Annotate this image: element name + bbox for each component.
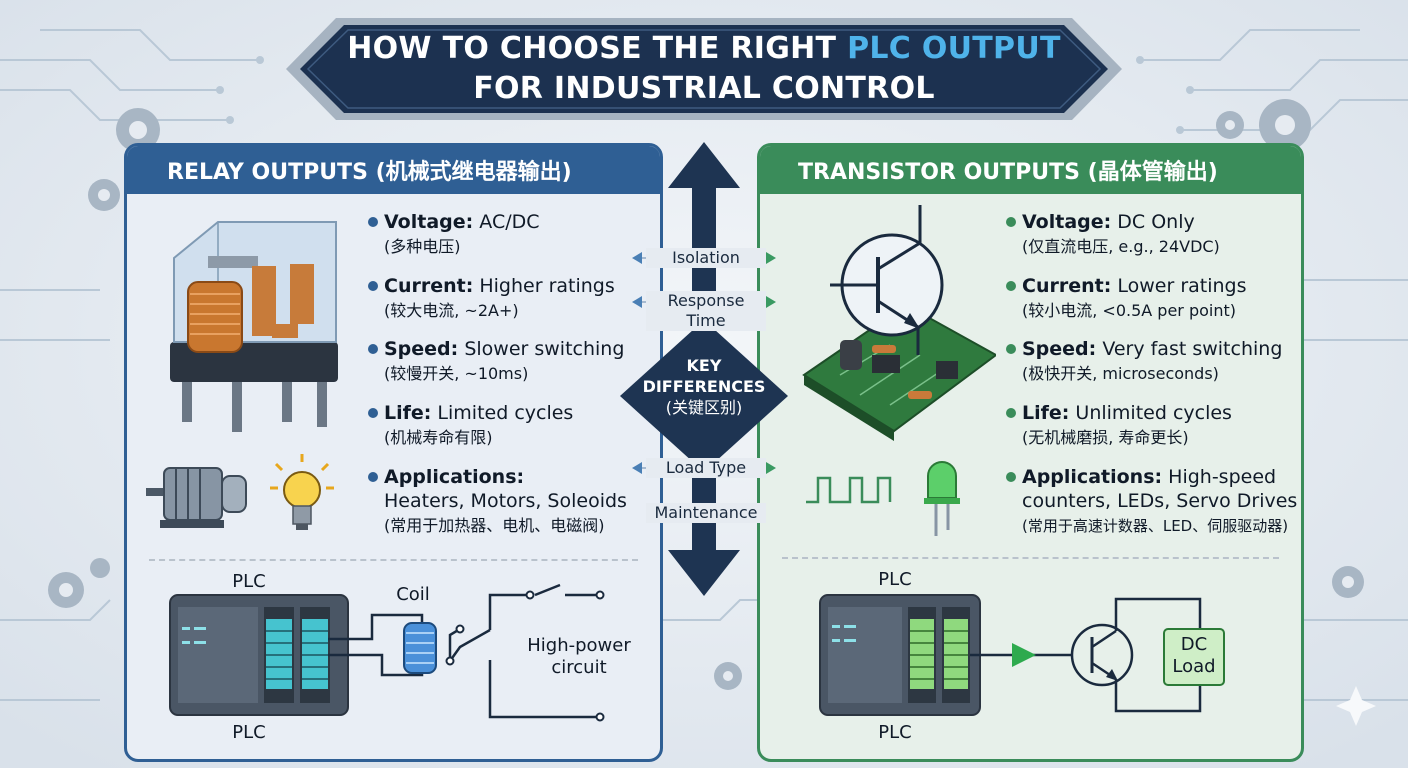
transistor-component-icon — [802, 205, 996, 441]
isolation-label: Isolation — [646, 248, 766, 268]
light-bulb-icon — [270, 454, 334, 530]
bullet-icon — [1006, 281, 1016, 291]
relay-plc-label-bottom: PLC — [232, 722, 266, 743]
page-title: HOW TO CHOOSE THE RIGHT PLC OUTPUT FOR I… — [286, 26, 1122, 112]
transistor-spec-applications: Applications: High-speed counters, LEDs,… — [1006, 465, 1297, 538]
title-line-1: HOW TO CHOOSE THE RIGHT PLC OUTPUT — [347, 31, 1061, 66]
relay-spec-current: Current: Higher ratings (较大电流, ~2A+) — [368, 274, 615, 323]
bullet-icon — [368, 408, 378, 418]
bullet-icon — [368, 344, 378, 354]
title-line-2: FOR INDUSTRIAL CONTROL — [473, 71, 935, 106]
transistor-spec-life: Life: Unlimited cycles (无机械磨损, 寿命更长) — [1006, 401, 1232, 450]
bullet-icon — [1006, 408, 1016, 418]
relay-wiring-diagram — [169, 583, 605, 722]
transistor-spec-current: Current: Lower ratings (较小电流, <0.5A per … — [1006, 274, 1247, 323]
transistor-divider — [782, 557, 1279, 559]
transistor-panel-heading: TRANSISTOR OUTPUTS (晶体管输出) — [760, 146, 1301, 194]
led-icon — [924, 461, 960, 536]
relay-spec-speed: Speed: Slower switching (较慢开关, ~10ms) — [368, 337, 624, 386]
transistor-plc-label-top: PLC — [878, 569, 912, 590]
key-differences-label: KEY DIFFERENCES (关键区别) — [642, 356, 766, 417]
relay-plc-label-top: PLC — [232, 571, 266, 592]
transistor-spec-voltage: Voltage: DC Only (仅直流电压, e.g., 24VDC) — [1006, 210, 1220, 259]
bullet-icon — [368, 217, 378, 227]
transistor-plc-label-bottom: PLC — [878, 722, 912, 743]
relay-panel-heading: RELAY OUTPUTS (机械式继电器输出) — [127, 146, 660, 194]
bullet-icon — [368, 472, 378, 482]
relay-spec-voltage: Voltage: AC/DC (多种电压) — [368, 210, 540, 259]
title-banner — [286, 18, 1122, 120]
maintenance-label: Maintenance — [646, 503, 766, 523]
bullet-icon — [1006, 472, 1016, 482]
bullet-icon — [1006, 344, 1016, 354]
bullet-icon — [1006, 217, 1016, 227]
relay-component-icon — [170, 221, 338, 432]
coil-label: Coil — [396, 584, 430, 605]
relay-spec-life: Life: Limited cycles (机械寿命有限) — [368, 401, 573, 450]
relay-divider — [149, 559, 638, 561]
relay-spec-applications: Applications: Heaters, Motors, Soleoids … — [368, 465, 627, 538]
motor-icon — [146, 467, 247, 528]
load-type-label: Load Type — [646, 458, 766, 478]
title-highlight: PLC OUTPUT — [847, 31, 1061, 66]
transistor-spec-speed: Speed: Very fast switching (极快开关, micros… — [1006, 337, 1282, 386]
pulse-waveform-icon — [806, 476, 892, 504]
transistor-wiring-diagram — [819, 594, 1225, 716]
bullet-icon — [368, 281, 378, 291]
